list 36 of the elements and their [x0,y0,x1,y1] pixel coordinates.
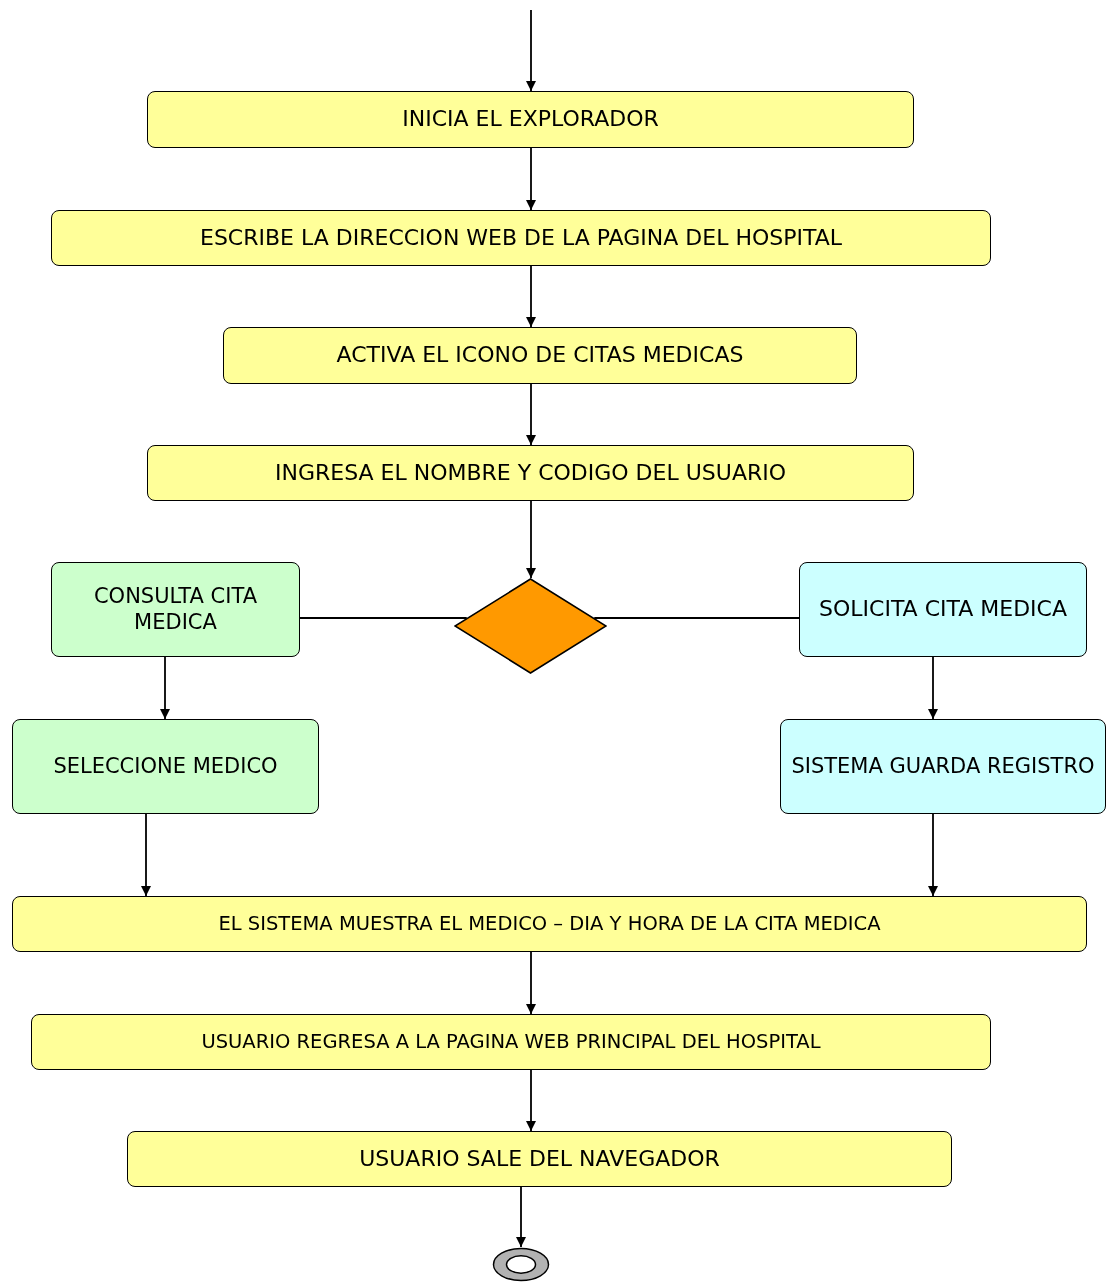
process-box [51,210,991,266]
box-label: INGRESA EL NOMBRE Y CODIGO DEL USUARIO [274,459,787,487]
arrow [526,147,536,211]
box-label: ACTIVA EL ICONO DE CITAS MEDICAS [336,342,744,369]
box-label: CONSULTA CITA MEDICA [92,584,259,635]
process-box [127,1131,952,1187]
process-box [147,445,914,501]
box-label: INICIA EL EXPLORADOR [402,106,659,133]
process-box [223,327,857,384]
process-box [51,562,300,657]
arrow [928,813,938,897]
connector-line [593,617,800,619]
arrow [928,656,938,720]
arrow [526,9,536,92]
arrow [516,1186,526,1248]
box-label: SOLICITA CITA MEDICA [819,596,1067,623]
process-box [12,719,319,814]
box-label: EL SISTEMA MUESTRA EL MEDICO – DIA Y HORA DE LA CITA MEDICA [218,912,881,936]
process-box [31,1014,991,1070]
box-label: USUARIO REGRESA A LA PAGINA WEB PRINCIPAL DEL HOSPITAL [201,1030,821,1054]
process-box [780,719,1106,814]
arrow [526,1069,536,1132]
process-box [799,562,1087,657]
arrow [160,656,170,720]
arrow [526,951,536,1015]
arrow [526,383,536,446]
arrow [526,500,536,579]
process-box [147,91,914,148]
arrow [526,265,536,328]
connector-line [299,617,468,619]
process-box [12,896,1087,952]
box-label: USUARIO SALE DEL NAVEGADOR [359,1145,720,1173]
box-label: ESCRIBE LA DIRECCION WEB DE LA PAGINA DEL HOSPITAL [200,224,842,252]
box-label: SISTEMA GUARDA REGISTRO [791,753,1095,780]
arrow [141,813,151,897]
box-label: SELECCIONE MEDICO [53,753,278,780]
